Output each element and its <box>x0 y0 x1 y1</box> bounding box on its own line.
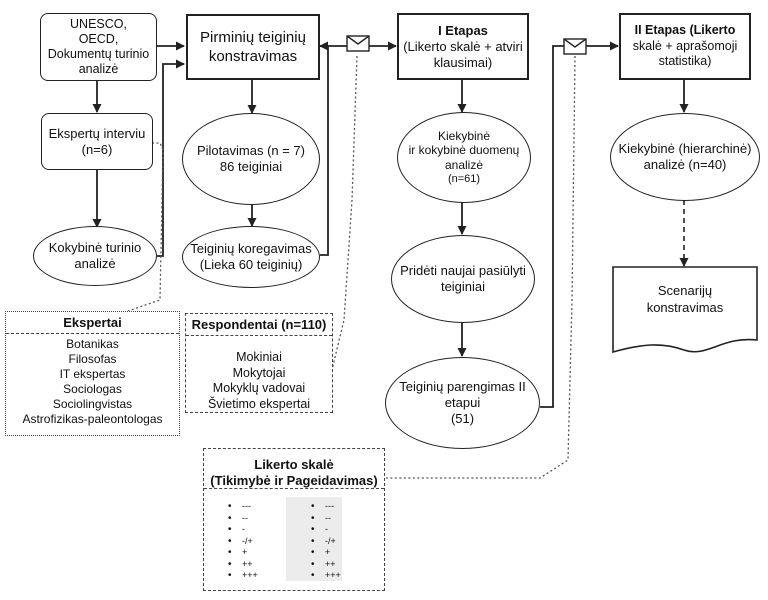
likert-scale-item: -- <box>228 513 258 525</box>
stage1-analysis-line-2: ir kokybinė duomenų <box>408 143 520 158</box>
correction-line-1: Teiginių koregavimas <box>190 241 312 256</box>
expert-item: Filosofas <box>68 352 117 366</box>
respondent-item: Mokiniai <box>236 350 282 364</box>
stage1-subtitle-line-2: klausimai) <box>433 54 493 70</box>
stage2-analysis-line-2: analizė (n=40) <box>643 157 727 172</box>
dotted-link-likert <box>385 55 576 479</box>
dotted-link-experts <box>127 142 164 312</box>
initial-construction-node: Pirminių teiginių konstravimas <box>186 14 320 80</box>
experts-panel: Ekspertai Botanikas Filosofas IT ekspert… <box>5 311 180 436</box>
arrow-content-to-construction <box>155 59 185 257</box>
stage1-analysis-node: Kiekybinė ir kokybinė duomenų analizė (n… <box>397 112 531 203</box>
scenarios-document-shape <box>612 266 758 354</box>
stage2-prep-line-3: (51) <box>450 411 475 426</box>
likert-scale-item: ++ <box>311 559 341 571</box>
stage1-subtitle-line-1: (Likerto skalė + atviri <box>403 38 523 54</box>
stage1-analysis-line-1: Kiekybinė <box>437 128 491 143</box>
scenarios-node: Scenarijų konstravimas <box>612 282 758 316</box>
likert-scale-item: - <box>311 524 341 536</box>
stage2-line-1: II Etapas (Likerto <box>634 23 736 38</box>
expert-item: Astrofizikas-paleontologas <box>22 412 163 426</box>
experts-panel-title: Ekspertai <box>6 312 179 334</box>
qualitative-content-line-1: Kokybinė turinio <box>48 240 142 255</box>
stage2-analysis-line-1: Kiekybinė (hierarchinė) <box>618 141 752 156</box>
likert-scale-preference: --- -- - -/+ + ++ +++ <box>311 501 341 582</box>
sources-line-1: UNESCO, <box>70 17 127 31</box>
expert-item: Botanikas <box>66 337 119 351</box>
likert-panel-title: Likerto skalė (Tikimybė ir Pageidavimas) <box>204 449 384 489</box>
stage2-node: II Etapas (Likerto skalė + aprašomoji st… <box>619 13 751 80</box>
sources-line-4: analizė <box>78 62 119 76</box>
scenarios-line-2: konstravimas <box>646 300 724 315</box>
experts-interview-node: Ekspertų interviu (n=6) <box>41 113 153 170</box>
sources-node: UNESCO, OECD, Dokumentų turinio analizė <box>40 13 157 81</box>
likert-scale-item: --- <box>311 501 341 513</box>
respondent-item: Švietimo ekspertai <box>207 396 311 411</box>
pilot-line-2: 86 teiginiai <box>219 159 283 174</box>
stage2-prep-node: Teiginių parengimas II etapui (51) <box>385 357 540 449</box>
new-statements-line-1: Pridėti naujai pasiūlyti <box>400 263 526 278</box>
pilot-node: Pilotavimas (n = 7) 86 teiginiai <box>182 113 320 205</box>
envelope-icon <box>346 35 370 52</box>
stage1-node: I Etapas (Likerto skalė + atviri klausim… <box>397 13 529 80</box>
likert-scale-item: + <box>311 547 341 559</box>
expert-item: IT ekspertas <box>59 367 126 381</box>
qualitative-content-line-2: analizė <box>74 256 116 271</box>
stage2-prep-line-1: Teiginių parengimas II <box>399 379 526 394</box>
likert-scale-probability: --- -- - -/+ + ++ +++ <box>228 501 258 582</box>
new-statements-line-2: teiginiai <box>440 279 486 294</box>
likert-scale-item: +++ <box>311 570 341 582</box>
respondent-item: Mokytojai <box>232 365 286 380</box>
likert-scale-item: -- <box>311 513 341 525</box>
stage2-analysis-node: Kiekybinė (hierarchinė) analizė (n=40) <box>610 113 760 201</box>
likert-scale-item: - <box>228 524 258 536</box>
likert-title-line-2: (Tikimybė ir Pageidavimas) <box>210 473 378 488</box>
arrow-prep-to-stage2 <box>540 41 619 408</box>
likert-scale-item: -/+ <box>228 536 258 548</box>
scenarios-line-1: Scenarijų <box>657 283 713 298</box>
likert-scale-item: -/+ <box>311 536 341 548</box>
respondent-item: Mokyklų vadovai <box>212 381 306 395</box>
expert-item: Sociologas <box>63 382 122 396</box>
stage1-title: I Etapas <box>438 22 488 38</box>
likert-panel: Likerto skalė (Tikimybė ir Pageidavimas)… <box>203 448 385 591</box>
experts-interview-line-2: (n=6) <box>81 141 113 157</box>
correction-node: Teiginių koregavimas (Lieka 60 teiginių) <box>182 226 320 288</box>
arrow-correction-feedback <box>319 41 329 256</box>
stage1-analysis-line-4: (n=61) <box>447 173 481 186</box>
sources-line-2: OECD, <box>78 32 119 46</box>
stage2-prep-line-2: etapui <box>444 395 481 410</box>
qualitative-content-node: Kokybinė turinio analizė <box>33 226 157 286</box>
likert-scale-item: ++ <box>228 559 258 571</box>
sources-line-3: Dokumentų turinio <box>47 47 150 61</box>
respondents-panel: Respondentai (n=110) Mokiniai Mokytojai … <box>185 313 333 413</box>
initial-construction-line-2: konstravimas <box>208 48 298 65</box>
likert-title-line-1: Likerto skalė <box>254 457 334 472</box>
expert-item: Sociolingvistas <box>52 397 133 411</box>
stage2-line-3: statistika) <box>658 54 712 69</box>
new-statements-node: Pridėti naujai pasiūlyti teiginiai <box>391 235 535 323</box>
likert-scale-item: +++ <box>228 570 258 582</box>
correction-line-2: (Lieka 60 teiginių) <box>199 257 303 272</box>
envelope-icon <box>563 38 587 55</box>
likert-scale-item: --- <box>228 501 258 513</box>
pilot-line-1: Pilotavimas (n = 7) <box>196 143 305 158</box>
respondents-panel-title: Respondentai (n=110) <box>186 314 332 336</box>
initial-construction-line-1: Pirminių teiginių <box>200 29 306 46</box>
stage2-line-2: skalė + aprašomoji <box>632 38 738 53</box>
stage1-analysis-line-3: analizė <box>444 157 484 172</box>
dotted-link-respondents <box>329 55 358 379</box>
likert-scale-item: + <box>228 547 258 559</box>
experts-interview-line-1: Ekspertų interviu <box>48 125 146 141</box>
